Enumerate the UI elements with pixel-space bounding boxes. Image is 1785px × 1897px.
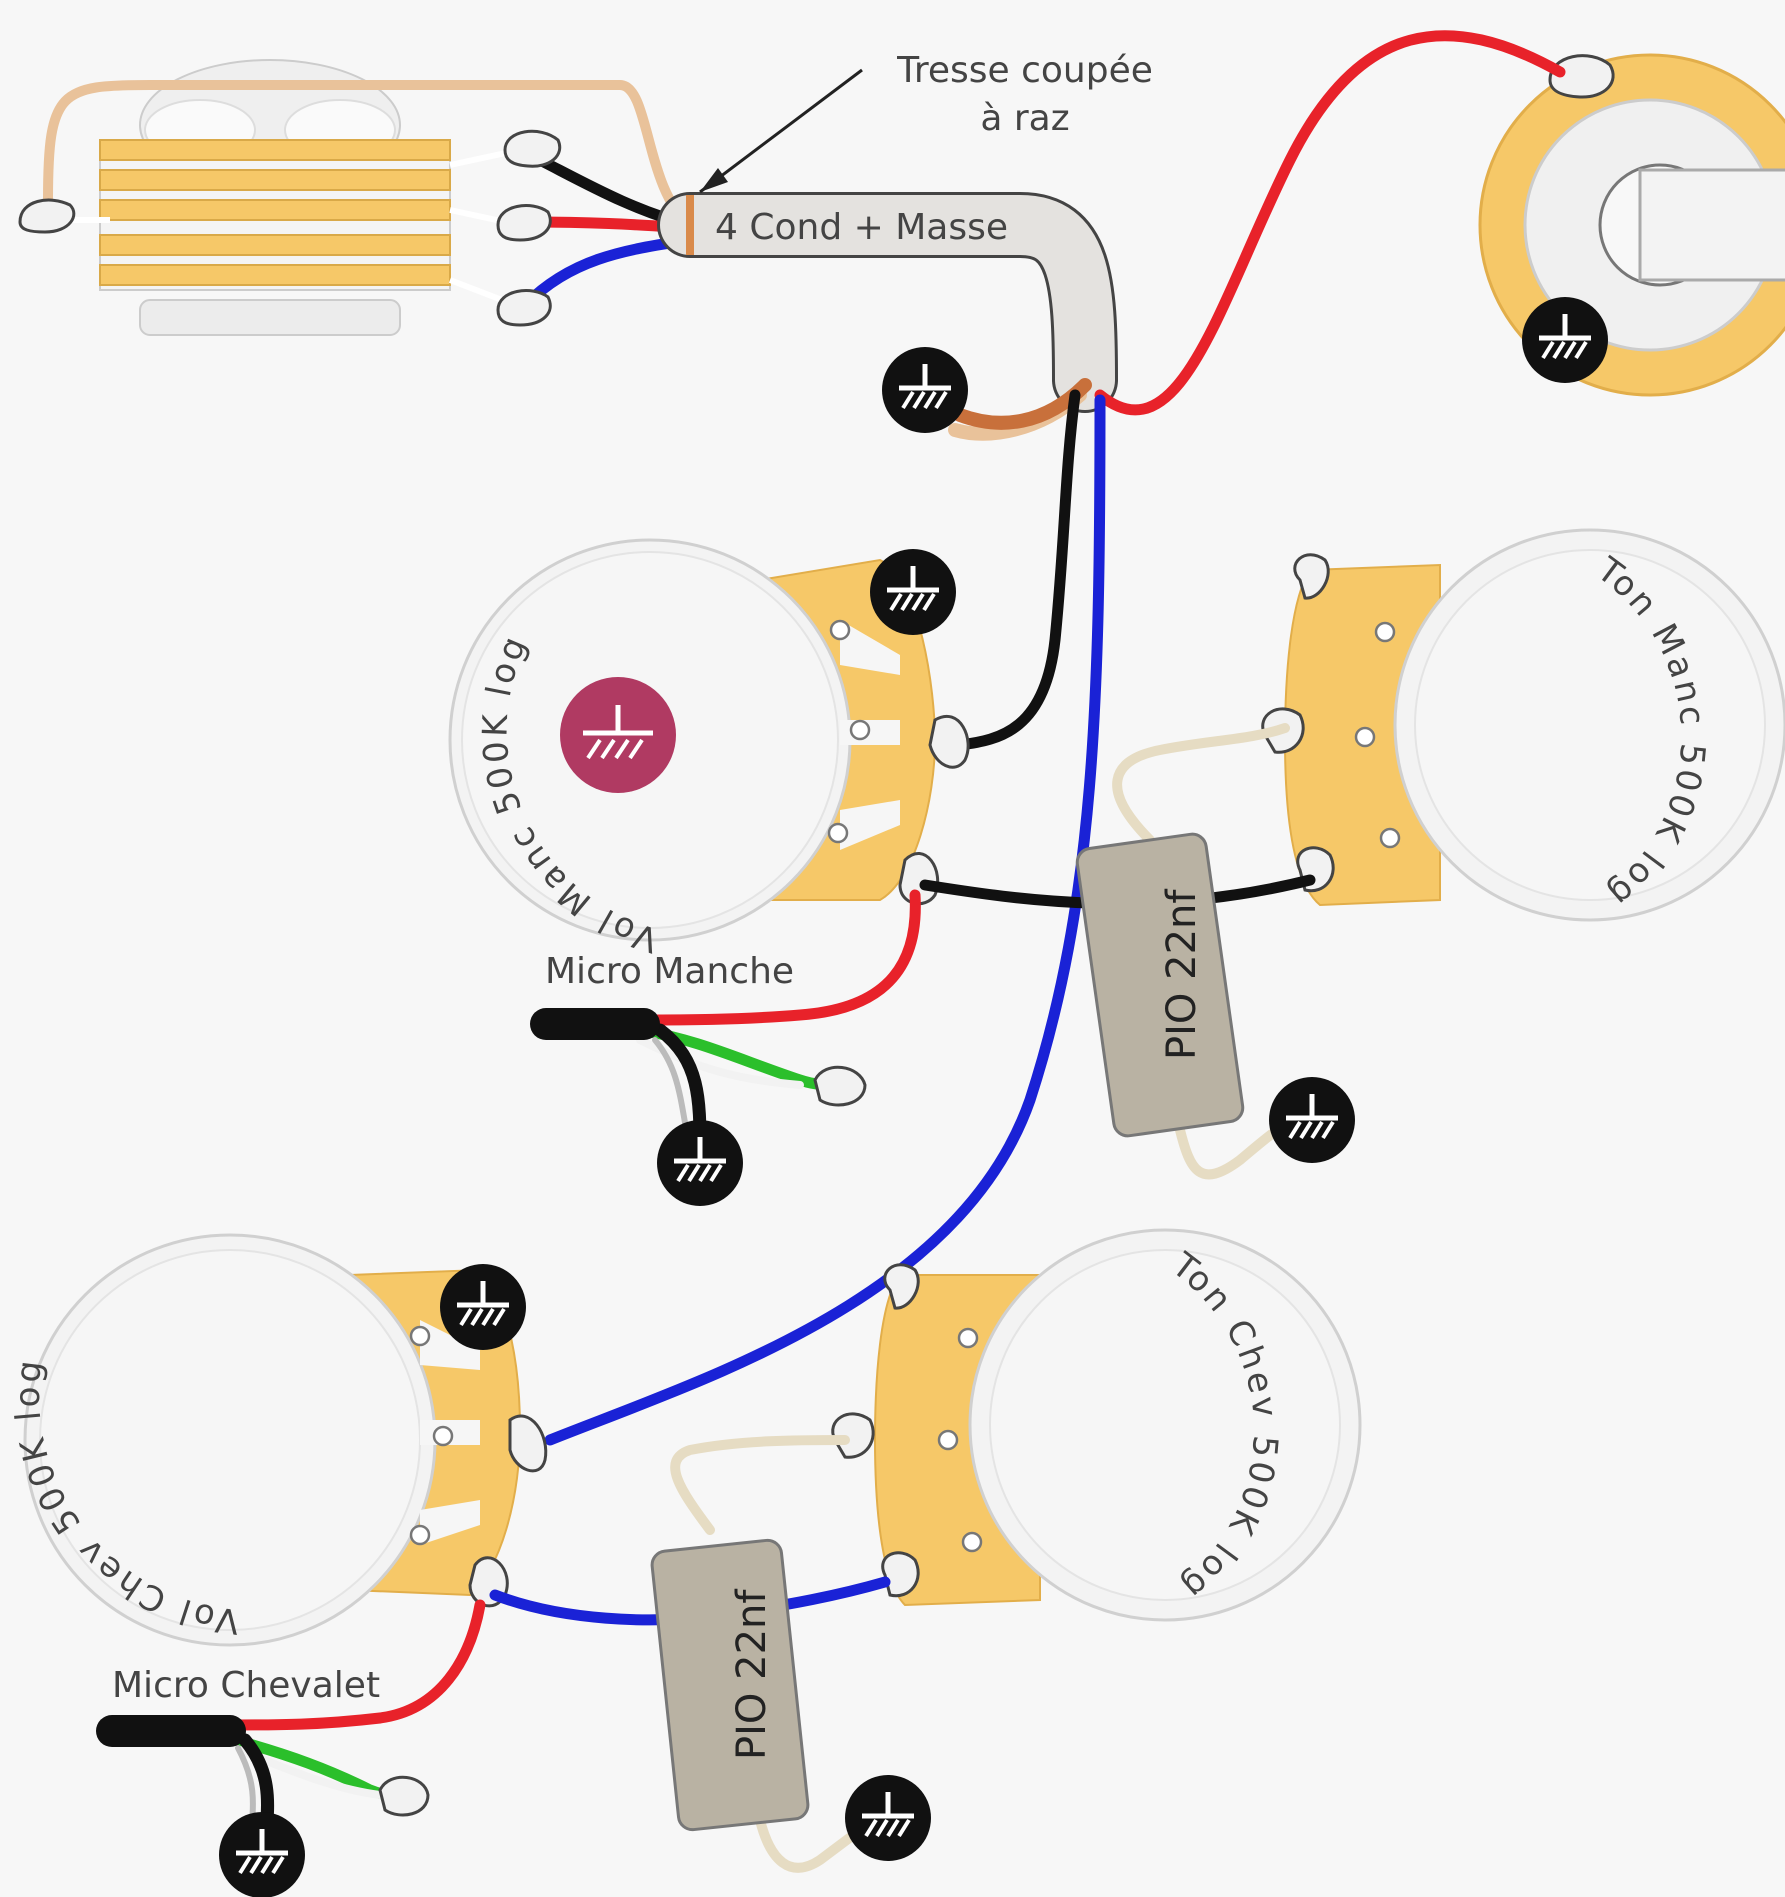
vol-manche-ground-icon <box>870 549 956 635</box>
capacitor-2-label: PIO 22nf <box>729 1589 775 1760</box>
output-hot-red-wire <box>1094 30 1566 416</box>
cap2-ground-icon <box>845 1775 931 1861</box>
capacitor-1 <box>1075 832 1245 1138</box>
micro-manche-ground-icon <box>657 1120 743 1206</box>
pot-vol-chevalet <box>23 1233 548 1647</box>
pot-ton-chevalet <box>831 1228 1362 1622</box>
micro-manche-red-wire <box>634 889 921 1026</box>
tresse-label-line2: à raz <box>980 98 1069 139</box>
micro-chevalet-cable <box>96 1715 246 1747</box>
annotation-arrow <box>699 68 863 194</box>
cap1-top-lead <box>1112 723 1290 845</box>
capacitor-1-label: PIO 22nf <box>1159 889 1205 1060</box>
jack-ground-icon <box>1522 297 1608 383</box>
pot-ton-manche <box>1261 528 1785 922</box>
switch-lugs <box>18 129 562 327</box>
cap2-top-lead <box>670 1435 850 1535</box>
capacitor-2 <box>650 1538 810 1832</box>
tresse-label-line1: Tresse coupée <box>896 50 1153 91</box>
micro-chevalet-label: Micro Chevalet <box>112 1665 380 1706</box>
micro-manche-label: Micro Manche <box>545 951 794 992</box>
vol-chevalet-ground-icon <box>440 1264 526 1350</box>
micro-chevalet-ground-icon <box>219 1812 305 1897</box>
cable-label: 4 Cond + Masse <box>715 207 1008 248</box>
micro-manche-cable <box>530 1008 660 1040</box>
switch-blue-wire <box>519 234 696 311</box>
selector-switch <box>60 59 521 336</box>
cable-ground-icon <box>882 347 968 433</box>
cap1-ground-icon <box>1269 1077 1355 1163</box>
highlight-ground-icon <box>560 677 676 793</box>
cable-blue-wire <box>544 394 1106 1446</box>
bare-ground-loop <box>43 80 695 230</box>
cable-black-wire <box>954 389 1081 751</box>
micro-chevalet-red-wire <box>224 1599 486 1731</box>
output-jack <box>1478 53 1785 397</box>
